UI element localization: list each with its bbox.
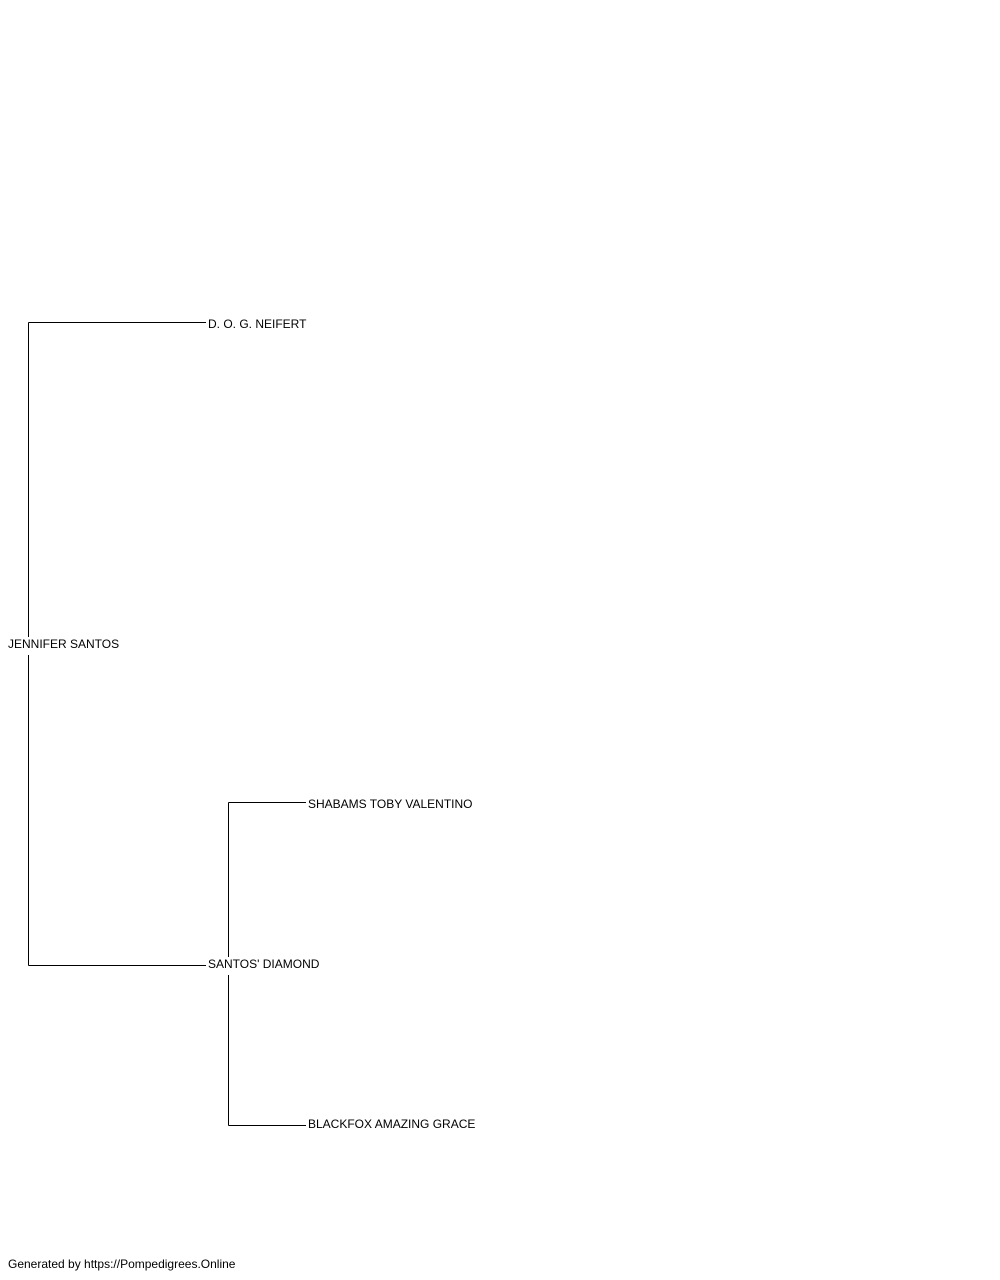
dam-name: SANTOS' DIAMOND	[208, 957, 320, 971]
dam-sire-name: SHABAMS TOBY VALENTINO	[308, 797, 473, 811]
subject-name: JENNIFER SANTOS	[8, 637, 120, 651]
generated-by-footer: Generated by https://Pompedigrees.Online	[8, 1257, 236, 1271]
sire-name: D. O. G. NEIFERT	[208, 317, 307, 331]
dam-dam-name: BLACKFOX AMAZING GRACE	[308, 1117, 476, 1131]
